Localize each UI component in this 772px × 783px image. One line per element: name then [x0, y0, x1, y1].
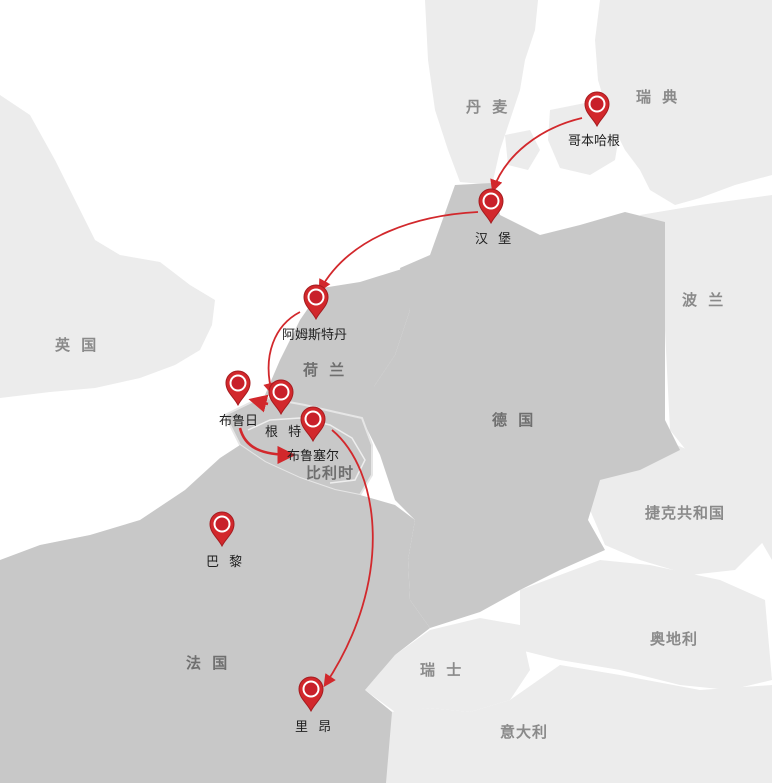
city-label-copenhagen: 哥本哈根 — [568, 134, 620, 149]
label-germany: 德 国 — [492, 411, 536, 429]
route-amsterdam-ghent — [263, 311, 301, 396]
city-label-paris: 巴 黎 — [206, 555, 245, 570]
label-uk: 英 国 — [55, 336, 99, 354]
label-italy: 意大利 — [500, 723, 548, 741]
label-denmark: 丹 麦 — [466, 98, 510, 116]
city-label-ghent: 根 特 — [265, 425, 304, 440]
city-lyon[interactable]: 里 昂 — [295, 676, 334, 735]
city-bruges[interactable]: 布鲁日 — [219, 370, 258, 429]
land-switzerland — [365, 618, 530, 712]
route-copenhagen-hamburg — [490, 117, 583, 193]
city-paris[interactable]: 巴 黎 — [206, 511, 245, 570]
label-netherlands: 荷 兰 — [303, 361, 347, 379]
label-austria: 奥地利 — [650, 630, 698, 648]
land-uk — [0, 95, 215, 398]
city-label-brussels: 布鲁塞尔 — [287, 448, 339, 464]
route-hamburg-amsterdam — [318, 211, 479, 293]
land-netherlands — [265, 268, 410, 418]
land-sweden — [595, 0, 772, 205]
city-amsterdam[interactable]: 阿姆斯特丹 — [282, 284, 347, 343]
route-brussels-lyon — [323, 429, 374, 688]
land-france — [0, 445, 430, 783]
city-label-lyon: 里 昂 — [295, 720, 334, 735]
label-france: 法 国 — [186, 654, 230, 672]
label-czech: 捷克共和国 — [645, 504, 725, 522]
land-denmark — [425, 0, 538, 185]
city-label-bruges: 布鲁日 — [219, 414, 258, 429]
city-label-amsterdam: 阿姆斯特丹 — [282, 328, 347, 343]
belgium-border — [247, 417, 366, 484]
city-label-hamburg: 汉 堡 — [475, 231, 514, 247]
land-italy — [385, 665, 772, 783]
land-austria — [520, 560, 772, 690]
land-germany — [360, 183, 680, 628]
label-switzerland: 瑞 士 — [420, 661, 464, 679]
land-poland — [640, 195, 772, 560]
city-brussels[interactable]: 布鲁塞尔 — [287, 406, 339, 464]
city-copenhagen[interactable]: 哥本哈根 — [568, 91, 620, 149]
route-bruges-brussels — [238, 427, 296, 465]
route-ghent-bruges — [248, 394, 269, 413]
label-belgium: 比利时 — [306, 464, 354, 482]
label-sweden: 瑞 典 — [636, 88, 680, 106]
label-poland: 波 兰 — [682, 291, 726, 309]
land-czech — [590, 440, 765, 575]
city-ghent[interactable]: 根 特 — [265, 379, 304, 440]
city-hamburg[interactable]: 汉 堡 — [475, 188, 514, 247]
